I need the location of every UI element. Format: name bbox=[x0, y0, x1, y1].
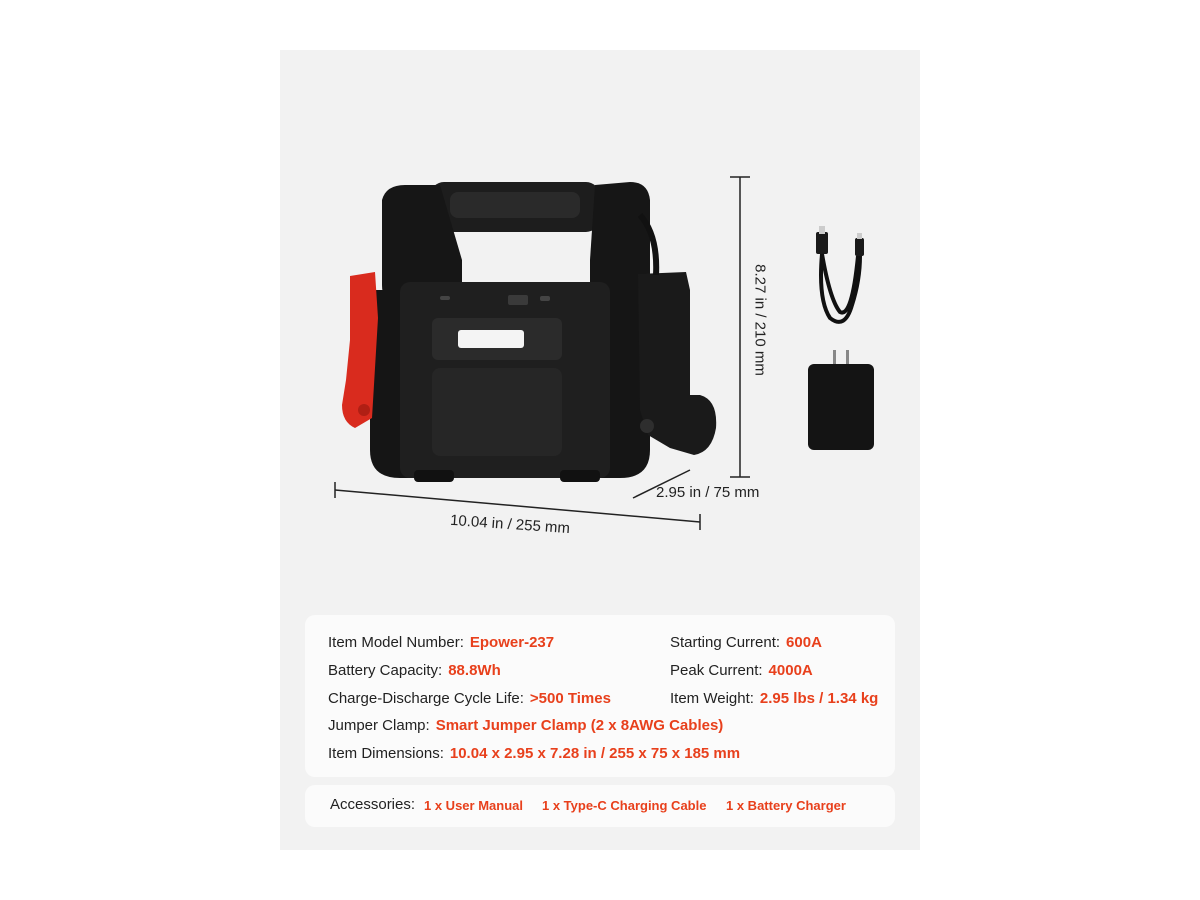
spec-value: >500 Times bbox=[529, 690, 611, 707]
specs-card: Item Model Number: Epower-237 Battery Cap… bbox=[305, 615, 895, 777]
spec-dimensions: Item Dimensions: 10.04 x 2.95 x 7.28 in /… bbox=[328, 745, 740, 762]
accessory-user-manual: 1 x User Manual bbox=[424, 798, 523, 813]
spec-label: Peak Current: bbox=[670, 662, 763, 679]
usb-port bbox=[508, 295, 528, 305]
spec-label: Starting Current: bbox=[670, 634, 781, 651]
spec-value: 4000A bbox=[768, 662, 813, 679]
led-light bbox=[458, 330, 524, 348]
spec-label: Charge-Discharge Cycle Life: bbox=[328, 690, 524, 707]
spec-value: Smart Jumper Clamp (2 x 8AWG Cables) bbox=[435, 717, 724, 734]
charging-cable bbox=[819, 253, 862, 324]
spec-value: 2.95 lbs / 1.34 kg bbox=[759, 690, 879, 707]
spec-value: Epower-237 bbox=[469, 634, 555, 651]
spec-starting-current: Starting Current: 600A bbox=[670, 634, 822, 651]
usb-a-plug bbox=[816, 232, 828, 254]
wall-charger bbox=[808, 364, 874, 450]
spec-model: Item Model Number: Epower-237 bbox=[328, 634, 554, 651]
spec-label: Jumper Clamp: bbox=[328, 717, 430, 734]
depth-dimension-line bbox=[632, 469, 691, 499]
spec-label: Item Weight: bbox=[670, 690, 754, 707]
spec-capacity: Battery Capacity: 88.8Wh bbox=[328, 662, 501, 679]
spec-weight: Item Weight: 2.95 lbs / 1.34 kg bbox=[670, 690, 878, 707]
red-clamp bbox=[342, 272, 378, 428]
port-left bbox=[440, 296, 450, 300]
spec-value: 88.8Wh bbox=[448, 662, 501, 679]
width-dimension-line bbox=[334, 489, 701, 523]
accessories-card: Accessories: 1 x User Manual 1 x Type-C … bbox=[305, 785, 895, 827]
usb-c-port bbox=[540, 296, 550, 301]
left-frame bbox=[382, 185, 462, 300]
texture-panel bbox=[432, 368, 562, 456]
spec-cycle-life: Charge-Discharge Cycle Life: >500 Times bbox=[328, 690, 611, 707]
height-label: 8.27 in / 210 mm bbox=[751, 264, 769, 376]
spec-clamp: Jumper Clamp: Smart Jumper Clamp (2 x 8AW… bbox=[328, 717, 723, 734]
spec-value: 600A bbox=[786, 634, 822, 651]
right-frame bbox=[590, 182, 650, 300]
spec-peak-current: Peak Current: 4000A bbox=[670, 662, 813, 679]
spec-label: Item Dimensions: bbox=[328, 745, 444, 762]
spec-value: 10.04 x 2.95 x 7.28 in / 255 x 75 x 185 … bbox=[449, 745, 741, 762]
black-clamp bbox=[638, 272, 717, 455]
spec-label: Item Model Number: bbox=[328, 634, 464, 651]
accessory-battery-charger: 1 x Battery Charger bbox=[726, 798, 846, 813]
accessories-label: Accessories: bbox=[330, 796, 416, 813]
usb-c-plug bbox=[855, 238, 864, 256]
depth-label: 2.95 in / 75 mm bbox=[656, 484, 760, 501]
accessory-charging-cable: 1 x Type-C Charging Cable bbox=[542, 798, 707, 813]
spec-label: Battery Capacity: bbox=[328, 662, 443, 679]
